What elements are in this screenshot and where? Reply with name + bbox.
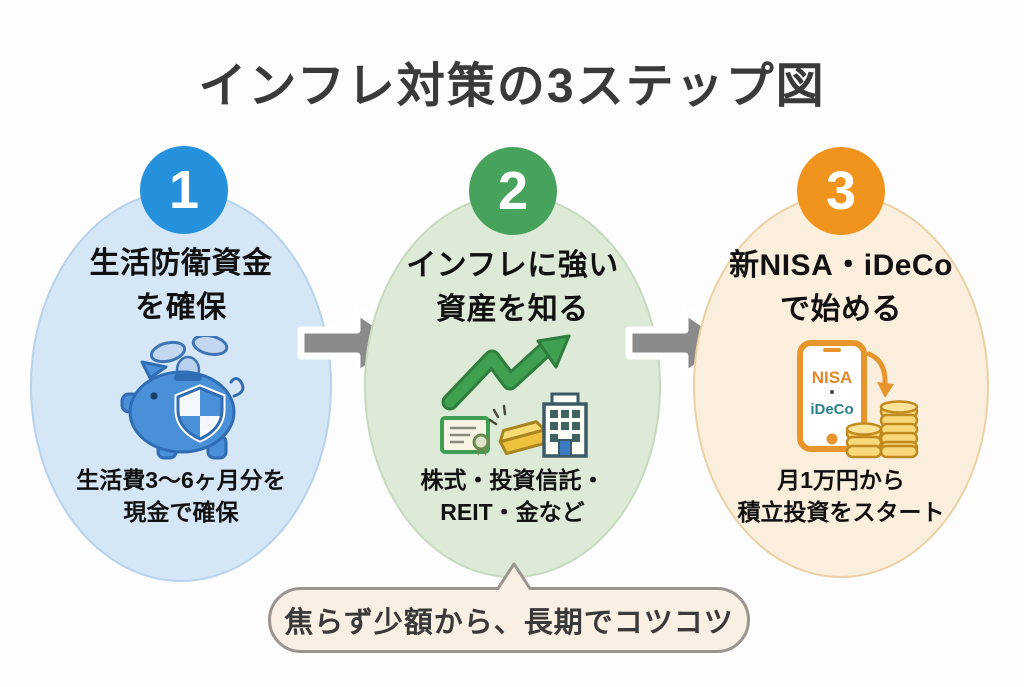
phone-screen-nisa-label: NISA [812, 368, 853, 387]
building-icon [542, 392, 588, 458]
coin-stack-tall-icon [879, 400, 919, 459]
step-3-caption-line2: 積立投資をスタート [737, 499, 945, 525]
step-2-number-badge: 2 [469, 147, 557, 235]
step-3-heading: 新NISA・iDeCo で始める [693, 244, 989, 332]
step-1-caption-line1: 生活費3〜6ヶ月分を [76, 467, 286, 493]
step-1-caption: 生活費3〜6ヶ月分を 現金で確保 [30, 464, 332, 528]
step-2-heading-line1: インフレに強い [406, 249, 619, 282]
page-title: インフレ対策の3ステップ図 [198, 60, 826, 113]
step-2-heading: インフレに強い 資産を知る [364, 244, 661, 332]
speech-bubble-tail [495, 562, 533, 590]
step-2-heading-line2: 資産を知る [436, 293, 589, 326]
gold-bar-icon [498, 420, 547, 456]
smartphone-nisa-ideco-icon: NISA iDeCo [797, 340, 919, 459]
step-1-caption-line2: 現金で確保 [123, 499, 239, 525]
speech-bubble: 焦らず少額から、長期でコツコツ [268, 587, 750, 653]
step-2-caption-line2: REIT・金など [440, 499, 585, 525]
step-3-caption-line1: 月1万円から [777, 467, 905, 493]
step-3-caption: 月1万円から 積立投資をスタート [693, 464, 989, 528]
step-3-heading-line1: 新NISA・iDeCo [729, 249, 953, 282]
step-3-number-badge: 3 [797, 147, 885, 235]
coin-stack-small-icon [845, 422, 883, 459]
step-2-caption: 株式・投資信託・ REIT・金など [364, 464, 661, 528]
sparkle-icon [488, 404, 507, 426]
piggy-bank-shield-icon [120, 336, 245, 460]
phone-screen-ideco-label: iDeCo [810, 401, 853, 418]
step-1-number-badge: 1 [140, 146, 228, 234]
step-1-heading: 生活防衛資金 を確保 [30, 242, 332, 330]
growth-chart-assets-icon [440, 334, 588, 458]
certificate-icon [440, 416, 490, 456]
speech-bubble-text: 焦らず少額から、長期でコツコツ [284, 607, 734, 639]
step-1-heading-line2: を確保 [135, 291, 227, 324]
step-1-heading-line1: 生活防衛資金 [89, 247, 273, 280]
step-3-heading-line2: で始める [780, 293, 902, 326]
step-2-caption-line1: 株式・投資信託・ [420, 467, 605, 493]
